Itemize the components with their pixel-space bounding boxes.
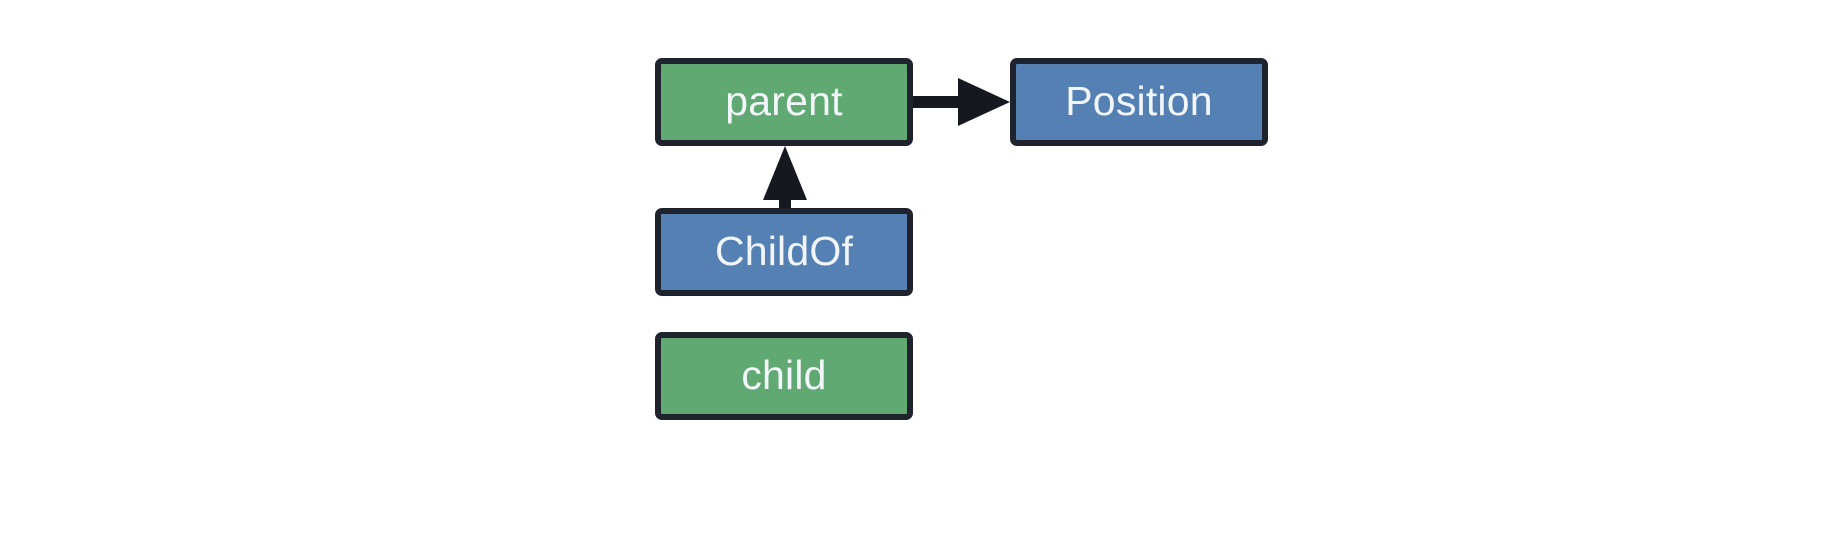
node-childof-label: ChildOf [714, 227, 854, 274]
edge-parent-to-position [913, 78, 1010, 126]
arrowhead-up-icon [763, 146, 807, 200]
node-parent[interactable]: parent [655, 58, 913, 146]
arrowhead-right-icon [958, 78, 1010, 126]
node-parent-label: parent [725, 77, 843, 124]
node-childof[interactable]: ChildOf [655, 208, 913, 296]
node-position-label: Position [1065, 77, 1213, 124]
node-child[interactable]: child [655, 332, 913, 420]
node-position[interactable]: Position [1010, 58, 1268, 146]
node-child-label: child [741, 351, 827, 398]
